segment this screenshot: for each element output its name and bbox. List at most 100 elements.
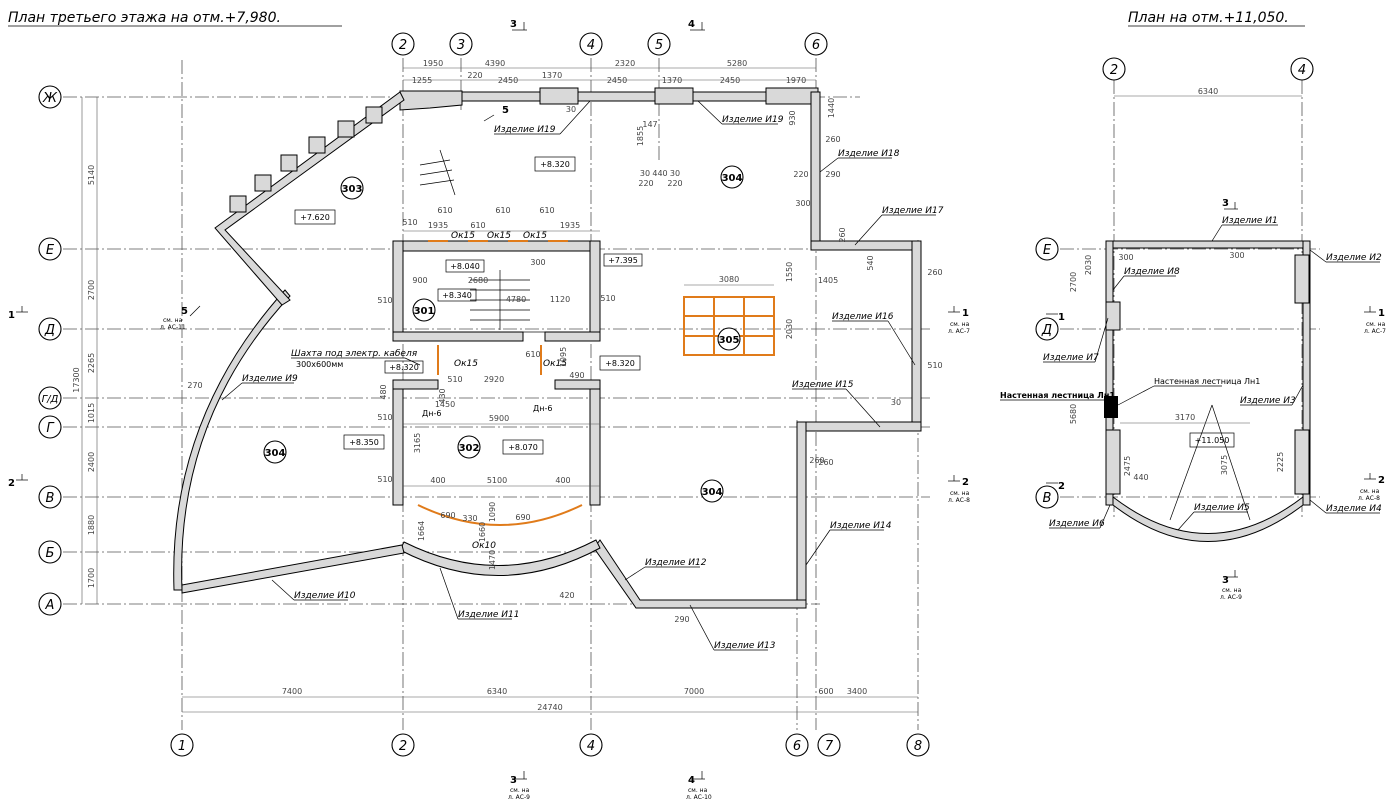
svg-text:690: 690 bbox=[440, 511, 455, 520]
svg-text:1: 1 bbox=[962, 308, 969, 319]
svg-text:480: 480 bbox=[379, 384, 388, 399]
label-i9: Изделие И9 bbox=[242, 374, 298, 384]
svg-text:Е: Е bbox=[46, 243, 55, 258]
svg-text:2225: 2225 bbox=[1276, 452, 1285, 472]
svg-text:3: 3 bbox=[510, 19, 517, 30]
svg-text:1: 1 bbox=[1058, 312, 1065, 323]
drawing-notes: Шахта под электр. кабеля 300х600мм Ок15 … bbox=[291, 231, 567, 551]
svg-text:300: 300 bbox=[795, 199, 810, 208]
svg-text:л. АС-7: л. АС-7 bbox=[948, 328, 970, 335]
svg-text:1440: 1440 bbox=[827, 98, 836, 118]
svg-text:см. на: см. на bbox=[950, 490, 970, 497]
svg-text:Д: Д bbox=[44, 323, 55, 338]
svg-text:2: 2 bbox=[962, 477, 969, 488]
svg-text:24740: 24740 bbox=[537, 703, 562, 712]
svg-text:3: 3 bbox=[1222, 198, 1229, 209]
svg-text:Г: Г bbox=[46, 421, 55, 436]
svg-text:см. на: см. на bbox=[1360, 488, 1380, 495]
svg-text:290: 290 bbox=[825, 170, 840, 179]
svg-text:Д: Д bbox=[1041, 323, 1052, 338]
svg-text:260: 260 bbox=[818, 458, 833, 467]
label-i15: Изделие И15 bbox=[792, 380, 854, 390]
svg-text:Изделие И2: Изделие И2 bbox=[1326, 253, 1382, 263]
svg-text:4: 4 bbox=[688, 19, 695, 30]
product-labels-secondary: Изделие И1 Изделие И2 Изделие И3 Изделие… bbox=[1000, 216, 1382, 531]
main-plan-title: План третьего этажа на отм.+7,980. bbox=[8, 10, 281, 26]
svg-text:2: 2 bbox=[1058, 481, 1065, 492]
svg-text:147: 147 bbox=[642, 120, 657, 129]
svg-text:4390: 4390 bbox=[485, 59, 505, 68]
svg-text:л. АС-7: л. АС-7 bbox=[1364, 328, 1386, 335]
svg-text:220: 220 bbox=[793, 170, 808, 179]
svg-text:4780: 4780 bbox=[506, 295, 526, 304]
svg-text:430: 430 bbox=[438, 388, 447, 403]
svg-text:1700: 1700 bbox=[87, 568, 96, 588]
room-304-west: 304 bbox=[265, 448, 286, 459]
svg-text:л. АС-10: л. АС-10 bbox=[686, 794, 712, 801]
svg-text:510: 510 bbox=[377, 413, 392, 422]
svg-text:260: 260 bbox=[825, 135, 840, 144]
ladder-note-right: Настенная лестница Лн1 bbox=[1154, 377, 1260, 386]
svg-text:1405: 1405 bbox=[818, 276, 838, 285]
svg-text:А: А bbox=[45, 598, 55, 613]
svg-text:1550: 1550 bbox=[785, 262, 794, 282]
svg-text:+8.320: +8.320 bbox=[540, 160, 570, 169]
svg-text:Ок15: Ок15 bbox=[487, 231, 511, 241]
svg-text:540: 540 bbox=[866, 255, 875, 270]
svg-text:2700: 2700 bbox=[1069, 272, 1078, 292]
svg-text:2920: 2920 bbox=[484, 375, 504, 384]
svg-text:610: 610 bbox=[470, 221, 485, 230]
svg-text:Ок10: Ок10 bbox=[472, 541, 496, 551]
svg-text:+8.340: +8.340 bbox=[442, 291, 472, 300]
svg-text:6: 6 bbox=[793, 739, 801, 754]
svg-text:Ок15: Ок15 bbox=[543, 359, 567, 369]
svg-text:3: 3 bbox=[457, 38, 465, 53]
svg-text:30: 30 bbox=[566, 105, 576, 114]
svg-text:1660: 1660 bbox=[478, 522, 487, 542]
shaft-note-line2: 300х600мм bbox=[296, 360, 343, 369]
svg-text:2030: 2030 bbox=[785, 319, 794, 339]
svg-text:610: 610 bbox=[539, 206, 554, 215]
svg-text:5100: 5100 bbox=[487, 476, 507, 485]
bottom-dimension-chain: 7400 6340 7000 600 3400 24740 bbox=[182, 687, 918, 713]
svg-text:Изделие И7: Изделие И7 bbox=[1043, 353, 1099, 363]
svg-text:260: 260 bbox=[809, 456, 824, 465]
svg-text:2030: 2030 bbox=[1084, 255, 1093, 275]
svg-text:2320: 2320 bbox=[615, 59, 635, 68]
product-labels-main: Изделие И19 Изделие И19 Изделие И18 Изде… bbox=[221, 100, 944, 651]
room-304-north: 304 bbox=[722, 173, 743, 184]
svg-text:2400: 2400 bbox=[87, 452, 96, 472]
svg-text:Ж: Ж bbox=[42, 91, 58, 106]
svg-text:Е: Е bbox=[1043, 243, 1052, 258]
svg-text:8: 8 bbox=[914, 739, 922, 754]
svg-text:1970: 1970 bbox=[786, 76, 806, 85]
svg-text:4: 4 bbox=[587, 38, 595, 53]
label-i19-left: Изделие И19 bbox=[494, 125, 556, 135]
svg-text:17300: 17300 bbox=[72, 367, 81, 392]
svg-text:7000: 7000 bbox=[684, 687, 704, 696]
svg-text:Дн-6: Дн-6 bbox=[422, 409, 441, 418]
room-301: 301 bbox=[414, 306, 435, 317]
svg-text:6340: 6340 bbox=[1198, 87, 1218, 96]
svg-text:30: 30 bbox=[670, 169, 680, 178]
svg-text:1450: 1450 bbox=[435, 400, 455, 409]
svg-text:Б: Б bbox=[46, 546, 55, 561]
svg-text:1950: 1950 bbox=[423, 59, 443, 68]
svg-text:220: 220 bbox=[667, 179, 682, 188]
svg-text:Изделие И6: Изделие И6 bbox=[1049, 519, 1105, 529]
label-i13: Изделие И13 bbox=[714, 641, 776, 651]
svg-text:300: 300 bbox=[1229, 251, 1244, 260]
svg-text:260: 260 bbox=[927, 268, 942, 277]
svg-text:+8.320: +8.320 bbox=[389, 363, 419, 372]
label-i19-right: Изделие И19 bbox=[722, 115, 784, 125]
svg-text:5: 5 bbox=[655, 38, 663, 53]
svg-text:1855: 1855 bbox=[636, 126, 645, 146]
room-304-east: 304 bbox=[702, 487, 723, 498]
svg-text:3: 3 bbox=[510, 775, 517, 786]
svg-text:Изделие И8: Изделие И8 bbox=[1124, 267, 1180, 277]
secondary-plan: 2 4 Е Д В 6340 +11.050 3170 2700 2030 56… bbox=[1035, 57, 1320, 542]
label-i10: Изделие И10 bbox=[294, 591, 356, 601]
svg-text:290: 290 bbox=[674, 615, 689, 624]
svg-text:5: 5 bbox=[502, 105, 509, 116]
room-302: 302 bbox=[459, 443, 480, 454]
